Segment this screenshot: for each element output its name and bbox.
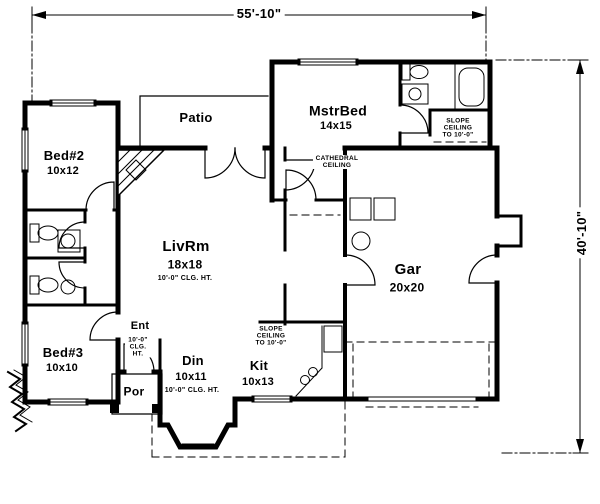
utility-appliances <box>349 197 396 251</box>
room-label-bed3: Bed#3 <box>42 344 84 360</box>
room-label-kit: Kit <box>249 357 269 373</box>
dashed-overhang-lines <box>151 141 498 458</box>
dimension-arrows <box>32 11 584 453</box>
kitchen-counter <box>295 325 343 397</box>
room-size-din: 10x11 <box>175 371 207 384</box>
annotation-slope-ceiling-bath: SLOPE CEILING TO 10'-0" <box>440 117 476 139</box>
patio-outline <box>139 95 269 149</box>
exterior-walls <box>22 59 523 450</box>
room-size-bed3: 10x10 <box>45 362 79 375</box>
overall-height-dimension: 40'-10" <box>574 207 590 259</box>
landscape-zigzag <box>6 369 33 433</box>
room-note-ent: 10'-0" CLG. HT. <box>125 336 151 358</box>
room-note-din: 10'-0" CLG. HT. <box>164 387 220 395</box>
fireplace <box>117 149 166 198</box>
room-size-livrm: 18x18 <box>167 257 203 272</box>
room-label-patio: Patio <box>179 109 213 125</box>
room-note-livrm: 10'-0" CLG. HT. <box>157 275 213 283</box>
room-label-din: Din <box>182 352 204 368</box>
windows <box>21 58 479 450</box>
annotation-cathedral-ceiling: CATHEDRAL CEILING <box>313 154 361 170</box>
door-swings <box>58 104 498 373</box>
room-label-bed2: Bed#2 <box>43 147 85 163</box>
room-label-gar: Gar <box>394 260 422 278</box>
room-label-por: Por <box>123 384 145 399</box>
room-size-kit: 10x13 <box>241 376 275 389</box>
room-label-mstrbed: MstrBed <box>308 102 368 119</box>
room-size-mstrbed: 14x15 <box>319 120 353 133</box>
dimension-lines <box>31 6 589 454</box>
annotation-slope-ceiling-kit: SLOPE CEILING TO 10'-0" <box>253 325 289 347</box>
room-label-livrm: LivRm <box>162 237 210 255</box>
room-size-bed2: 10x12 <box>46 165 80 178</box>
overall-width-dimension: 55'-10" <box>233 6 285 22</box>
room-size-gar: 20x20 <box>389 280 425 295</box>
bath-fixtures <box>29 63 489 295</box>
room-label-ent: Ent <box>130 320 150 333</box>
